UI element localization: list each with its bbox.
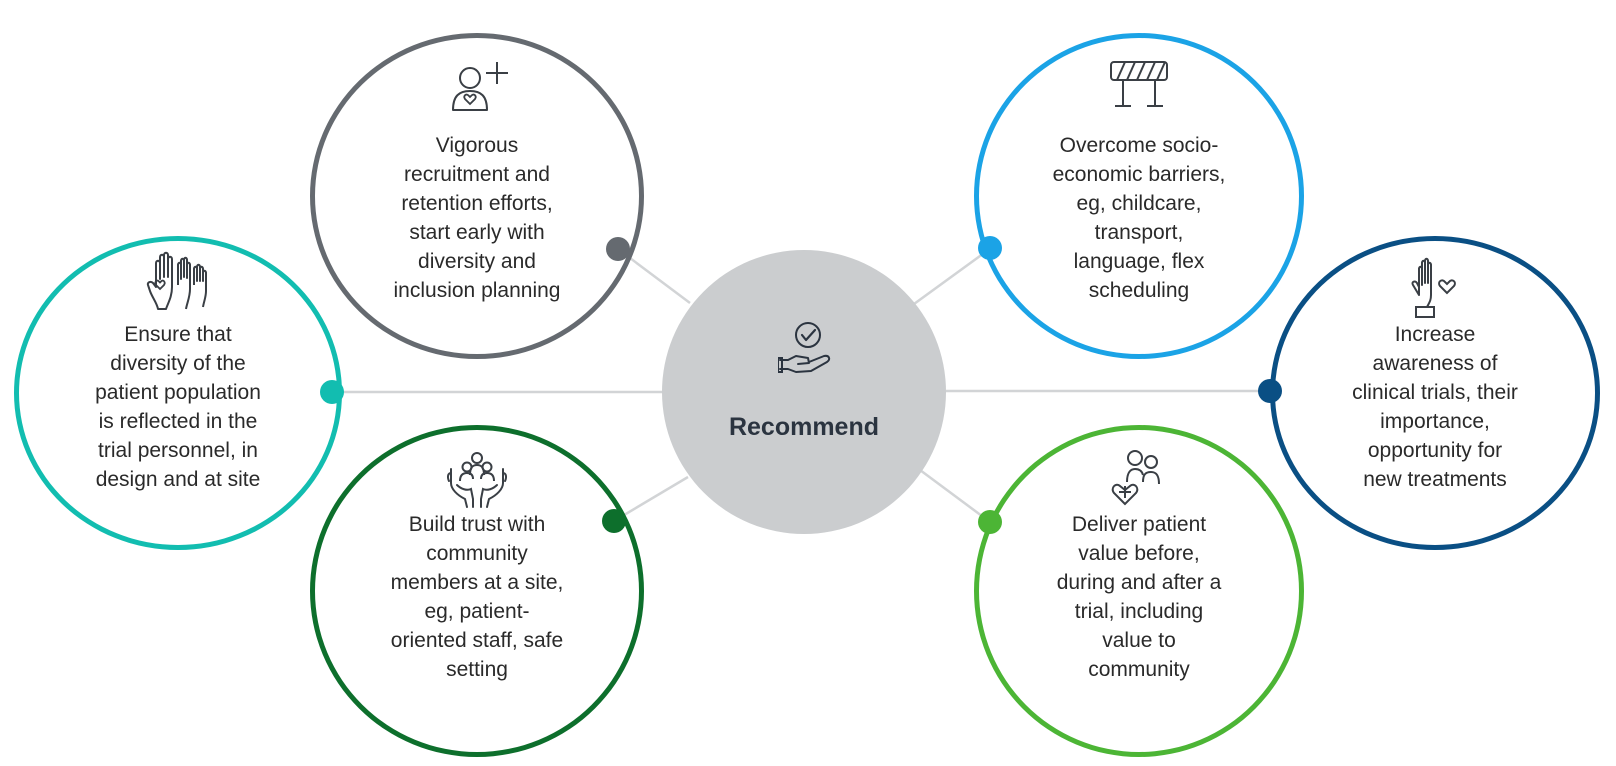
connector-dot-recruitment: [606, 237, 630, 261]
hand-check-icon: [778, 322, 831, 373]
node-diversity-text: Ensure that diversity of the patient pop…: [95, 323, 261, 491]
node-trust: Build trust with community members at a …: [310, 425, 644, 757]
node-barriers: Overcome socio- economic barriers, eg, c…: [974, 33, 1304, 359]
person-plus-icon: [452, 62, 508, 111]
connector-barriers: [913, 246, 992, 306]
barrier-icon: [1110, 61, 1168, 107]
community-hands-icon: [446, 452, 508, 508]
node-recruitment-text: Vigorous recruitment and retention effor…: [393, 134, 561, 302]
connector-value: [919, 468, 991, 524]
node-diversity: Ensure that diversity of the patient pop…: [14, 236, 342, 550]
hand-heart-icon: [1411, 257, 1456, 318]
connector-dot-awareness: [1258, 379, 1282, 403]
node-value-text: Deliver patient value before, during and…: [1056, 513, 1222, 681]
connector-dot-value: [978, 510, 1002, 534]
node-awareness-text: Increase awareness of clinical trials, t…: [1352, 323, 1518, 491]
connector-dot-diversity: [320, 380, 344, 404]
node-recruitment: Vigorous recruitment and retention effor…: [310, 33, 644, 359]
node-barriers-text: Overcome socio- economic barriers, eg, c…: [1052, 134, 1226, 302]
patients-heart-icon: [1111, 450, 1160, 506]
connector-dot-trust: [602, 509, 626, 533]
node-value: Deliver patient value before, during and…: [974, 425, 1304, 757]
node-awareness: Increase awareness of clinical trials, t…: [1270, 236, 1600, 550]
node-trust-text: Build trust with community members at a …: [390, 513, 564, 681]
connector-trust: [613, 475, 689, 523]
center-title: Recommend: [728, 413, 880, 441]
center-circle: Recommend: [662, 250, 946, 534]
raised-hands-icon: [146, 251, 207, 310]
connector-dot-barriers: [978, 236, 1002, 260]
